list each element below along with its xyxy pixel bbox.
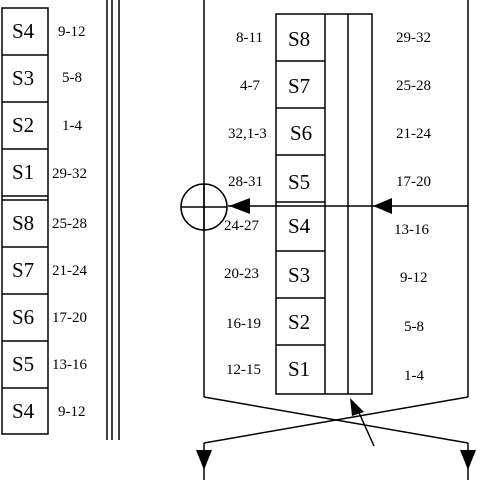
outlet-arrow-right	[460, 450, 476, 470]
left-stack-labels: S4 9-12 S3 5-8 S2 1-4 S1 29-32 S8 25-28 …	[12, 19, 87, 423]
left-segment-label: S3	[12, 66, 34, 90]
left-segment-label: S4	[12, 399, 35, 423]
flow-line	[180, 183, 468, 231]
center-segment-label: S1	[288, 357, 310, 381]
left-range-label: 13-16	[52, 357, 87, 373]
center-right-range: 1-4	[404, 368, 424, 384]
center-segment-label: S3	[288, 263, 310, 287]
center-right-range: 25-28	[396, 78, 431, 94]
left-segment-label: S5	[12, 352, 34, 376]
left-range-label: 17-20	[52, 310, 87, 326]
left-range-label: 9-12	[58, 24, 86, 40]
left-segment-label: S4	[12, 19, 35, 43]
left-cell-box	[1, 7, 49, 435]
center-right-range: 17-20	[396, 174, 431, 190]
center-segment-label: S2	[288, 310, 310, 334]
flow-arrow-left	[229, 198, 250, 214]
left-segment-label: S2	[12, 113, 34, 137]
left-range-label: 5-8	[62, 70, 82, 86]
left-range-label: 29-32	[52, 166, 87, 182]
center-stack-labels: S8 8-11 29-32 S7 4-7 25-28 S6 32,1-3 21-…	[224, 27, 431, 384]
left-segment-label: S7	[12, 258, 34, 282]
center-left-range: 4-7	[240, 78, 260, 94]
flow-arrow-right	[373, 198, 392, 214]
center-right-range: 13-16	[394, 222, 429, 238]
center-right-range: 9-12	[400, 270, 428, 286]
center-right-range: 5-8	[404, 319, 424, 335]
center-left-range: 20-23	[224, 266, 259, 282]
center-left-range: 12-15	[226, 362, 261, 378]
center-segment-label: S5	[288, 170, 310, 194]
center-left-range: 24-27	[224, 218, 259, 234]
left-segment-label: S8	[12, 211, 34, 235]
center-right-range: 29-32	[396, 30, 431, 46]
left-range-label: 1-4	[62, 118, 82, 134]
center-left-range: 8-11	[236, 30, 263, 46]
left-range-label: 25-28	[52, 216, 87, 232]
left-segment-label: S1	[12, 160, 34, 184]
center-right-range: 21-24	[396, 126, 431, 142]
outlet-arrow-left	[196, 450, 212, 470]
left-segment-label: S6	[12, 305, 34, 329]
center-segment-label: S7	[288, 74, 310, 98]
left-stack	[1, 0, 120, 440]
center-left-range: 16-19	[226, 316, 261, 332]
left-range-label: 21-24	[52, 263, 87, 279]
center-segment-label: S6	[290, 121, 312, 145]
vessel-outline	[203, 0, 469, 480]
center-segment-label: S8	[288, 27, 310, 51]
input-arrow-head	[350, 398, 364, 416]
left-range-label: 9-12	[58, 404, 86, 420]
center-left-range: 32,1-3	[228, 126, 267, 142]
center-stack-box	[275, 13, 373, 395]
center-segment-label: S4	[288, 214, 311, 238]
center-left-range: 28-31	[228, 174, 263, 190]
crossing-line	[203, 396, 469, 444]
center-stack	[275, 13, 373, 395]
